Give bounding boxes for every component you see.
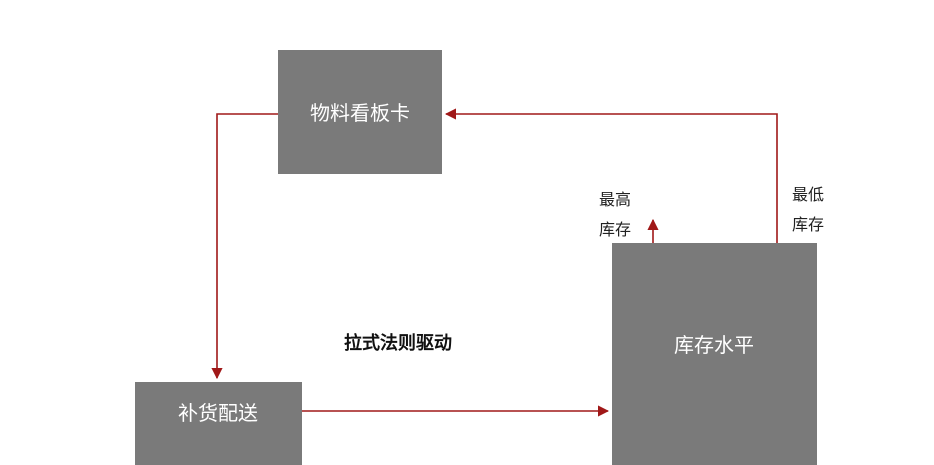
pull-principle-label: 拉式法则驱动 [344,332,452,354]
inventory-level-label: 库存水平 [674,333,754,357]
max-stock-label-line2: 库存 [599,220,631,239]
kanban-to-replenish-arrow [211,113,278,380]
min-stock-arrow [444,108,778,243]
min-stock-label-line2: 库存 [792,215,824,234]
replenish-delivery-label: 补货配送 [178,401,258,425]
kanban-card-box [278,50,442,174]
min-stock-label-line1: 最低 [792,185,824,204]
replenish-delivery-box [135,382,302,465]
inventory-level-box [612,243,817,465]
max-stock-label-line1: 最高 [599,190,631,209]
kanban-card-label: 物料看板卡 [310,101,410,125]
